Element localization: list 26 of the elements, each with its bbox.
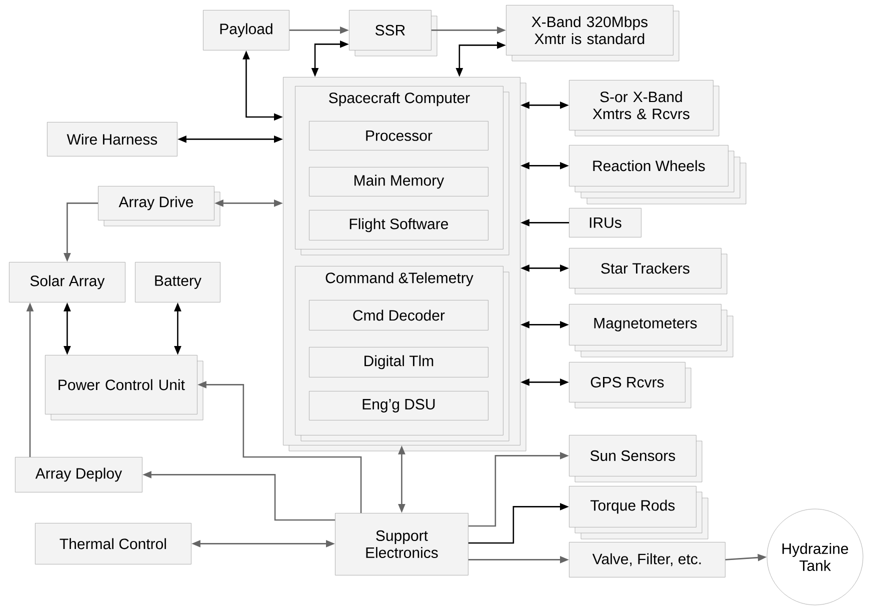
- process-box: Array Deploy: [15, 457, 142, 492]
- process-box: Wire Harness: [47, 122, 178, 156]
- process-box: IRUs: [569, 208, 642, 238]
- process-box: Digital Tlm: [309, 347, 488, 378]
- process-box: Thermal Control: [35, 523, 192, 564]
- stacked-box: Reaction Wheels: [569, 145, 746, 204]
- process-box: Valve, Filter, etc.: [569, 542, 726, 578]
- process-box: Flight Software: [309, 210, 488, 240]
- stacked-box: GPS Rcvrs: [569, 362, 692, 408]
- stacked-box: S-or X-Band Xmtrs & Rcvrs: [569, 80, 720, 136]
- stacked-box: X-Band 320Mbps Xmtr is standard: [506, 5, 680, 62]
- stacked-box: Torque Rods: [569, 486, 708, 540]
- process-box: Processor: [309, 121, 488, 150]
- stacked-box: Magnetometers: [569, 304, 734, 358]
- process-box: Battery: [135, 262, 220, 302]
- stacked-box: Power Control Unit: [45, 355, 204, 420]
- process-box: Main Memory: [309, 167, 488, 196]
- process-box: Eng’g DSU: [309, 391, 488, 420]
- stacked-box: Star Trackers: [569, 248, 728, 294]
- process-box: Support Electronics: [335, 513, 468, 576]
- process-box: Solar Array: [9, 262, 126, 302]
- process-box: Payload: [203, 10, 290, 50]
- process-box: Cmd Decoder: [309, 300, 488, 330]
- stacked-box: Sun Sensors: [569, 435, 702, 482]
- stacked-box: Array Drive: [98, 186, 220, 226]
- stacked-box: SSR: [349, 10, 438, 56]
